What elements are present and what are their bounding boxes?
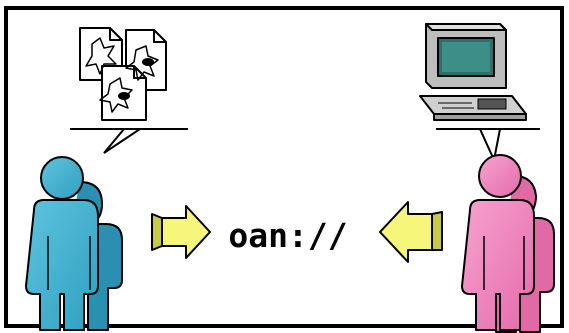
left-arrow-icon bbox=[379, 201, 443, 263]
right-callout bbox=[436, 128, 540, 164]
document-stack-icon bbox=[79, 27, 167, 121]
left-person bbox=[25, 156, 123, 331]
right-person bbox=[461, 154, 555, 333]
diagram-border bbox=[4, 6, 564, 328]
right-arrow-icon bbox=[151, 205, 211, 259]
computer-terminal-icon bbox=[419, 23, 527, 121]
center-label: oan:// bbox=[228, 215, 348, 255]
left-callout bbox=[70, 128, 188, 154]
